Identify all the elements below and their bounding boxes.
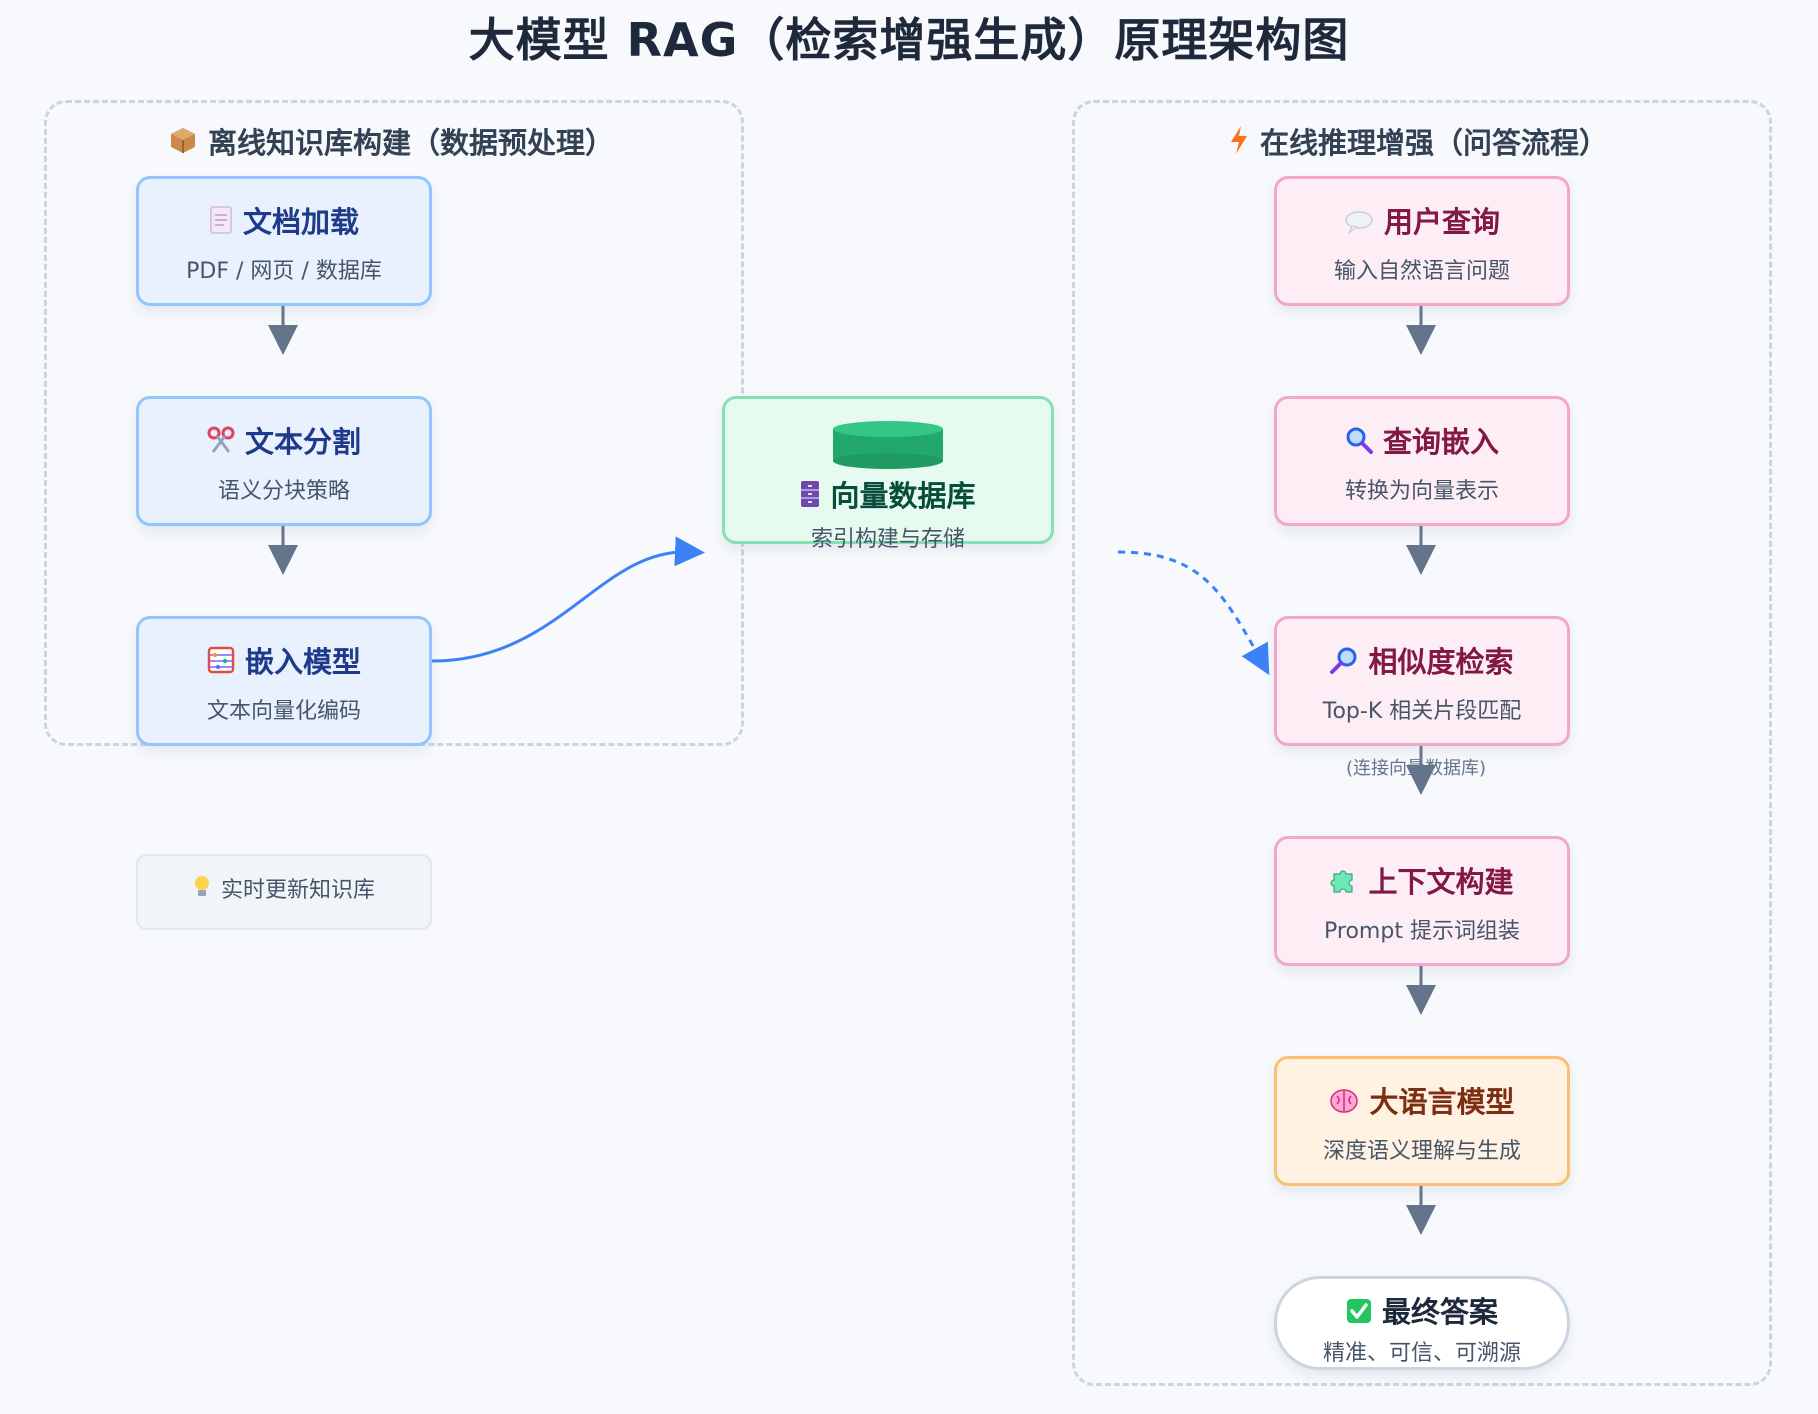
- database-cylinder-icon: [725, 421, 1051, 469]
- node-similarity-search[interactable]: 相似度检索 Top-K 相关片段匹配: [1274, 616, 1570, 746]
- node-final-answer[interactable]: 最终答案 精准、可信、可溯源: [1274, 1276, 1570, 1370]
- node-text-splitting[interactable]: 文本分割 语义分块策略: [136, 396, 432, 526]
- node-user-query[interactable]: 用户查询 输入自然语言问题: [1274, 176, 1570, 306]
- online-region: [1072, 100, 1772, 1386]
- node-vector-database[interactable]: 向量数据库 索引构建与存储: [722, 396, 1054, 552]
- lightning-icon: [1228, 125, 1250, 162]
- page-title: 大模型 RAG（检索增强生成）原理架构图: [468, 13, 1350, 67]
- magnifier-icon: [1330, 646, 1358, 681]
- offline-region-title: 离线知识库构建（数据预处理）: [168, 120, 614, 162]
- scissors-icon: [207, 426, 235, 461]
- package-icon: [168, 125, 198, 162]
- speech-bubble-icon: [1344, 207, 1374, 241]
- node-document-loading[interactable]: 文档加载 PDF / 网页 / 数据库: [136, 176, 432, 306]
- arrow-embed-to-vectordb: [431, 536, 705, 663]
- check-icon: [1346, 1297, 1372, 1331]
- puzzle-icon: [1330, 866, 1358, 901]
- arrow-vectordb-to-search: [1117, 550, 1270, 676]
- realtime-update-tip: 实时更新知识库: [136, 854, 432, 930]
- node-context-building[interactable]: 上下文构建 Prompt 提示词组装: [1274, 836, 1570, 966]
- node-large-language-model[interactable]: 大语言模型 深度语义理解与生成: [1274, 1056, 1570, 1186]
- document-icon: [209, 206, 233, 241]
- lightbulb-icon: [193, 858, 211, 928]
- node-embedding-model[interactable]: 嵌入模型 文本向量化编码: [136, 616, 432, 746]
- brain-icon: [1329, 1087, 1359, 1121]
- node-query-embedding[interactable]: 查询嵌入 转换为向量表示: [1274, 396, 1570, 526]
- magnifier-icon: [1345, 426, 1373, 461]
- abacus-icon: [207, 646, 235, 681]
- online-region-title: 在线推理增强（问答流程）: [1228, 120, 1608, 162]
- cabinet-icon: [800, 480, 820, 515]
